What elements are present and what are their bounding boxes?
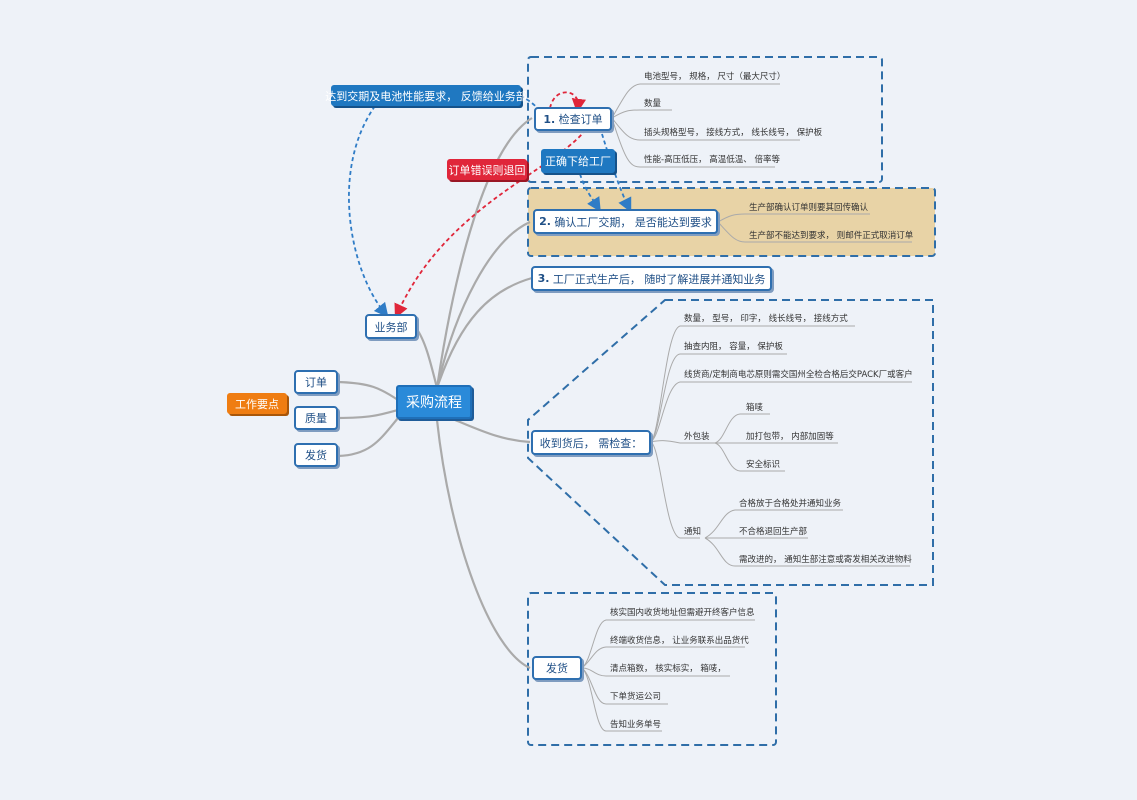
step2-leaf: 生产部不能达到要求， 则邮件正式取消订单 (749, 231, 914, 241)
feedback-callout[interactable]: 达到交期及电池性能要求， 反馈给业务部 (325, 85, 527, 106)
order-factory-callout[interactable]: 正确下给工厂 (541, 149, 615, 173)
step2-number: 2. (539, 215, 551, 228)
order-factory-arrow-1 (579, 173, 601, 213)
left-item-order[interactable]: 订单 (294, 370, 338, 394)
packaging-item: 箱唛 (746, 403, 764, 413)
dept-node[interactable]: 业务部 (365, 314, 417, 339)
notify-item: 合格放于合格处并通知业务 (739, 499, 842, 509)
reject-loop-arrow (549, 91, 587, 114)
inspect-node[interactable]: 收到货后， 需检查： (531, 430, 651, 455)
ship-leaf-lines (581, 619, 755, 732)
inspect-leaf: 数量， 型号， 印字， 线长线号， 接线方式 (684, 314, 848, 324)
ship-leaf: 终端收货信息， 让业务联系出品货代 (610, 636, 749, 646)
step3-number: 3. (537, 272, 550, 285)
work-points-tag[interactable]: 工作要点 (227, 393, 287, 414)
inspect-leaf-lines (649, 325, 912, 567)
ship-frame (527, 592, 777, 746)
step2-leaf: 生产部确认订单则要其回传确认 (749, 203, 869, 213)
step1-leaf: 插头规格型号， 接线方式， 线长线号， 保护板 (644, 128, 823, 138)
packaging-label: 外包装 (684, 432, 710, 442)
left-item-shipping[interactable]: 发货 (294, 443, 338, 467)
left-item-quality[interactable]: 质量 (294, 406, 338, 430)
notify-label: 通知 (684, 527, 702, 537)
packaging-item: 加打包带， 内部加固等 (746, 432, 834, 442)
step2-leaf-lines (717, 213, 912, 243)
step1-leaf: 电池型号， 规格， 尺寸（最大尺寸） (644, 72, 786, 82)
step2-label: 确认工厂交期， 是否能达到要求 (554, 215, 712, 229)
step1-number: 1. (543, 112, 556, 126)
ship-node[interactable]: 发货 (532, 656, 582, 680)
root-node[interactable]: 采购流程 (396, 385, 472, 419)
notify-item: 需改进的， 通知生部注意或寄发相关改进物料 (739, 555, 912, 565)
ship-leaf: 核实国内收货地址但需避开终客户信息 (610, 608, 755, 618)
inspect-leaf: 抽查内阻， 容量， 保护板 (684, 342, 783, 352)
step3-label: 工厂正式生产后， 随时了解进展并通知业务 (552, 272, 766, 286)
order-factory-arrow-2 (601, 133, 632, 213)
feedback-arrow (348, 105, 389, 318)
step1-label: 检查订单 (558, 113, 603, 126)
packaging-item: 安全标识 (746, 460, 781, 470)
ship-leaf: 清点箱数， 核实标实， 箱唛， (610, 664, 726, 674)
ship-leaf: 下单货运公司 (610, 692, 662, 702)
reject-callout[interactable]: 订单错误则退回 (447, 159, 527, 180)
reject-arrow (394, 123, 591, 319)
step1-leaf: 性能-高压低压， 高温低温、 倍率等 (644, 155, 780, 165)
root-branches (337, 117, 533, 670)
step3-node[interactable]: 3. 工厂正式生产后， 随时了解进展并通知业务 (531, 266, 772, 291)
notify-item: 不合格退回生产部 (739, 527, 808, 537)
step2-node[interactable]: 2. 确认工厂交期， 是否能达到要求 (533, 209, 718, 234)
inspect-frame (527, 299, 934, 586)
ship-leaf: 告知业务单号 (610, 720, 662, 730)
inspect-leaf: 线货商/定制商电芯原则需交国州全检合格后交PACK厂或客户 (684, 370, 913, 380)
step1-leaf-lines (611, 83, 800, 168)
step1-node[interactable]: 1. 检查订单 (534, 107, 612, 131)
step1-leaf: 数量 (644, 99, 662, 109)
